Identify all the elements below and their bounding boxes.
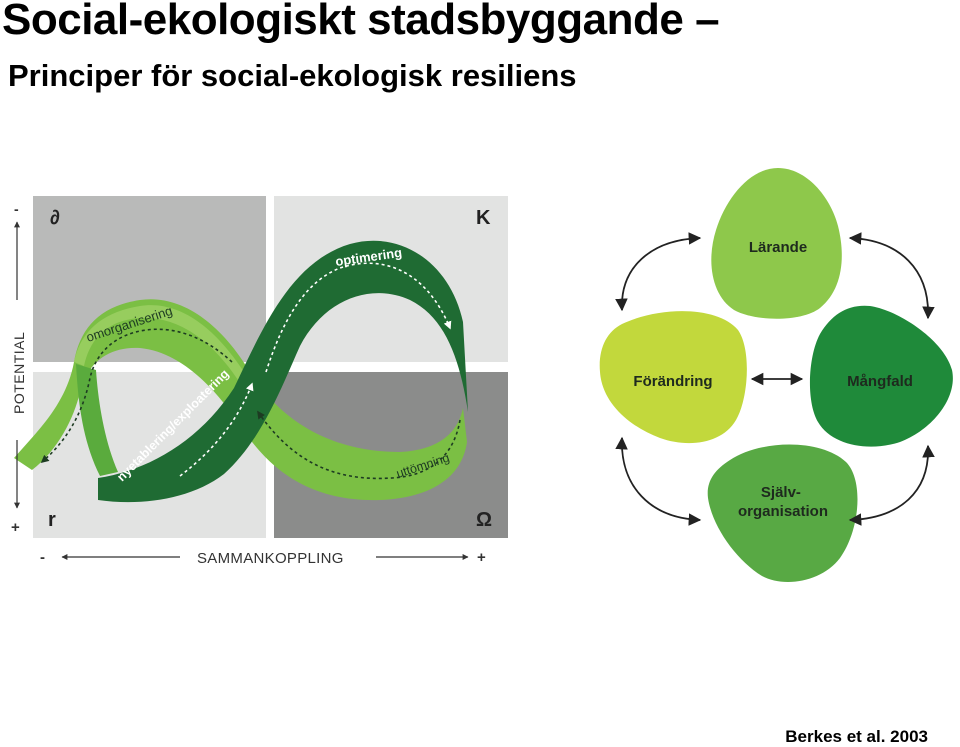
y-axis-label: POTENTIAL bbox=[11, 332, 27, 414]
quadrant-label-k: K bbox=[476, 207, 491, 229]
y-axis-minus: - bbox=[14, 201, 19, 217]
flow-arrow-depletion bbox=[257, 410, 461, 480]
principle-blob-change bbox=[599, 311, 747, 444]
principle-label-self-organization-line1: Själv- bbox=[761, 484, 801, 501]
principle-blob-self-organization bbox=[707, 444, 858, 582]
principle-label-learning: Lärande bbox=[749, 239, 807, 256]
connector-arrow-learning-change bbox=[615, 232, 702, 312]
principle-label-self-organization: Själv- organisation bbox=[738, 484, 828, 520]
principle-label-diversity: Mångfald bbox=[847, 373, 913, 390]
ribbon-exploitation-optimization bbox=[98, 240, 468, 503]
quadrant-label-alpha: ∂ bbox=[50, 207, 60, 229]
x-axis-label: SAMMANKOPPLING bbox=[197, 550, 344, 567]
resilience-principles-diagram: Lärande Förändring Mångfald Själv- organ… bbox=[599, 168, 953, 582]
flow-arrow-optimization bbox=[265, 262, 452, 373]
connector-arrow-diversity-selforg bbox=[848, 444, 935, 526]
adaptive-cycle-diagram: ∂ K r Ω omorganisering optimering nyetab… bbox=[11, 196, 508, 567]
connector-arrow-learning-diversity bbox=[848, 232, 935, 320]
x-axis-minus: - bbox=[40, 549, 45, 566]
principle-blob-diversity bbox=[809, 305, 953, 447]
quadrant-label-r: r bbox=[48, 509, 56, 531]
connector-arrow-change-selforg bbox=[615, 436, 702, 526]
ribbon-reorganization-highlight bbox=[74, 305, 244, 380]
principle-label-change: Förändring bbox=[633, 373, 712, 390]
quadrant-label-omega: Ω bbox=[476, 509, 492, 531]
principle-label-self-organization-line2: organisation bbox=[738, 503, 828, 520]
flow-arrow-reorganization bbox=[40, 328, 233, 464]
x-axis-plus: + bbox=[477, 549, 486, 566]
flow-arrow-exploitation bbox=[179, 382, 254, 477]
y-axis-plus: + bbox=[11, 519, 20, 536]
citation: Berkes et al. 2003 bbox=[785, 727, 928, 746]
principle-blob-learning bbox=[711, 168, 842, 319]
slide-title: Social-ekologiskt stadsbyggande – bbox=[2, 0, 720, 44]
slide-subtitle: Principer för social-ekologisk resiliens bbox=[8, 58, 577, 93]
